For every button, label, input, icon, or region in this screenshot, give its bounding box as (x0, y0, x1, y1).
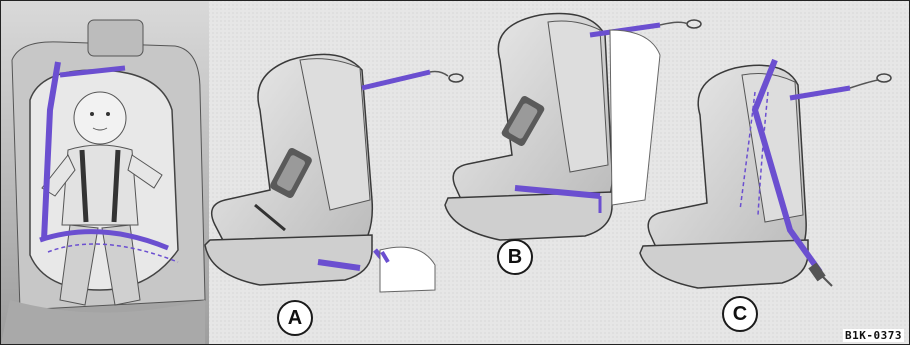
photo-panel-child-in-seat (1, 1, 209, 344)
figure-code: B1K-0373 (843, 329, 904, 342)
panel-c-label: C (722, 296, 758, 332)
panel-a-label: A (277, 300, 313, 336)
panel-b-label: B (497, 239, 533, 275)
